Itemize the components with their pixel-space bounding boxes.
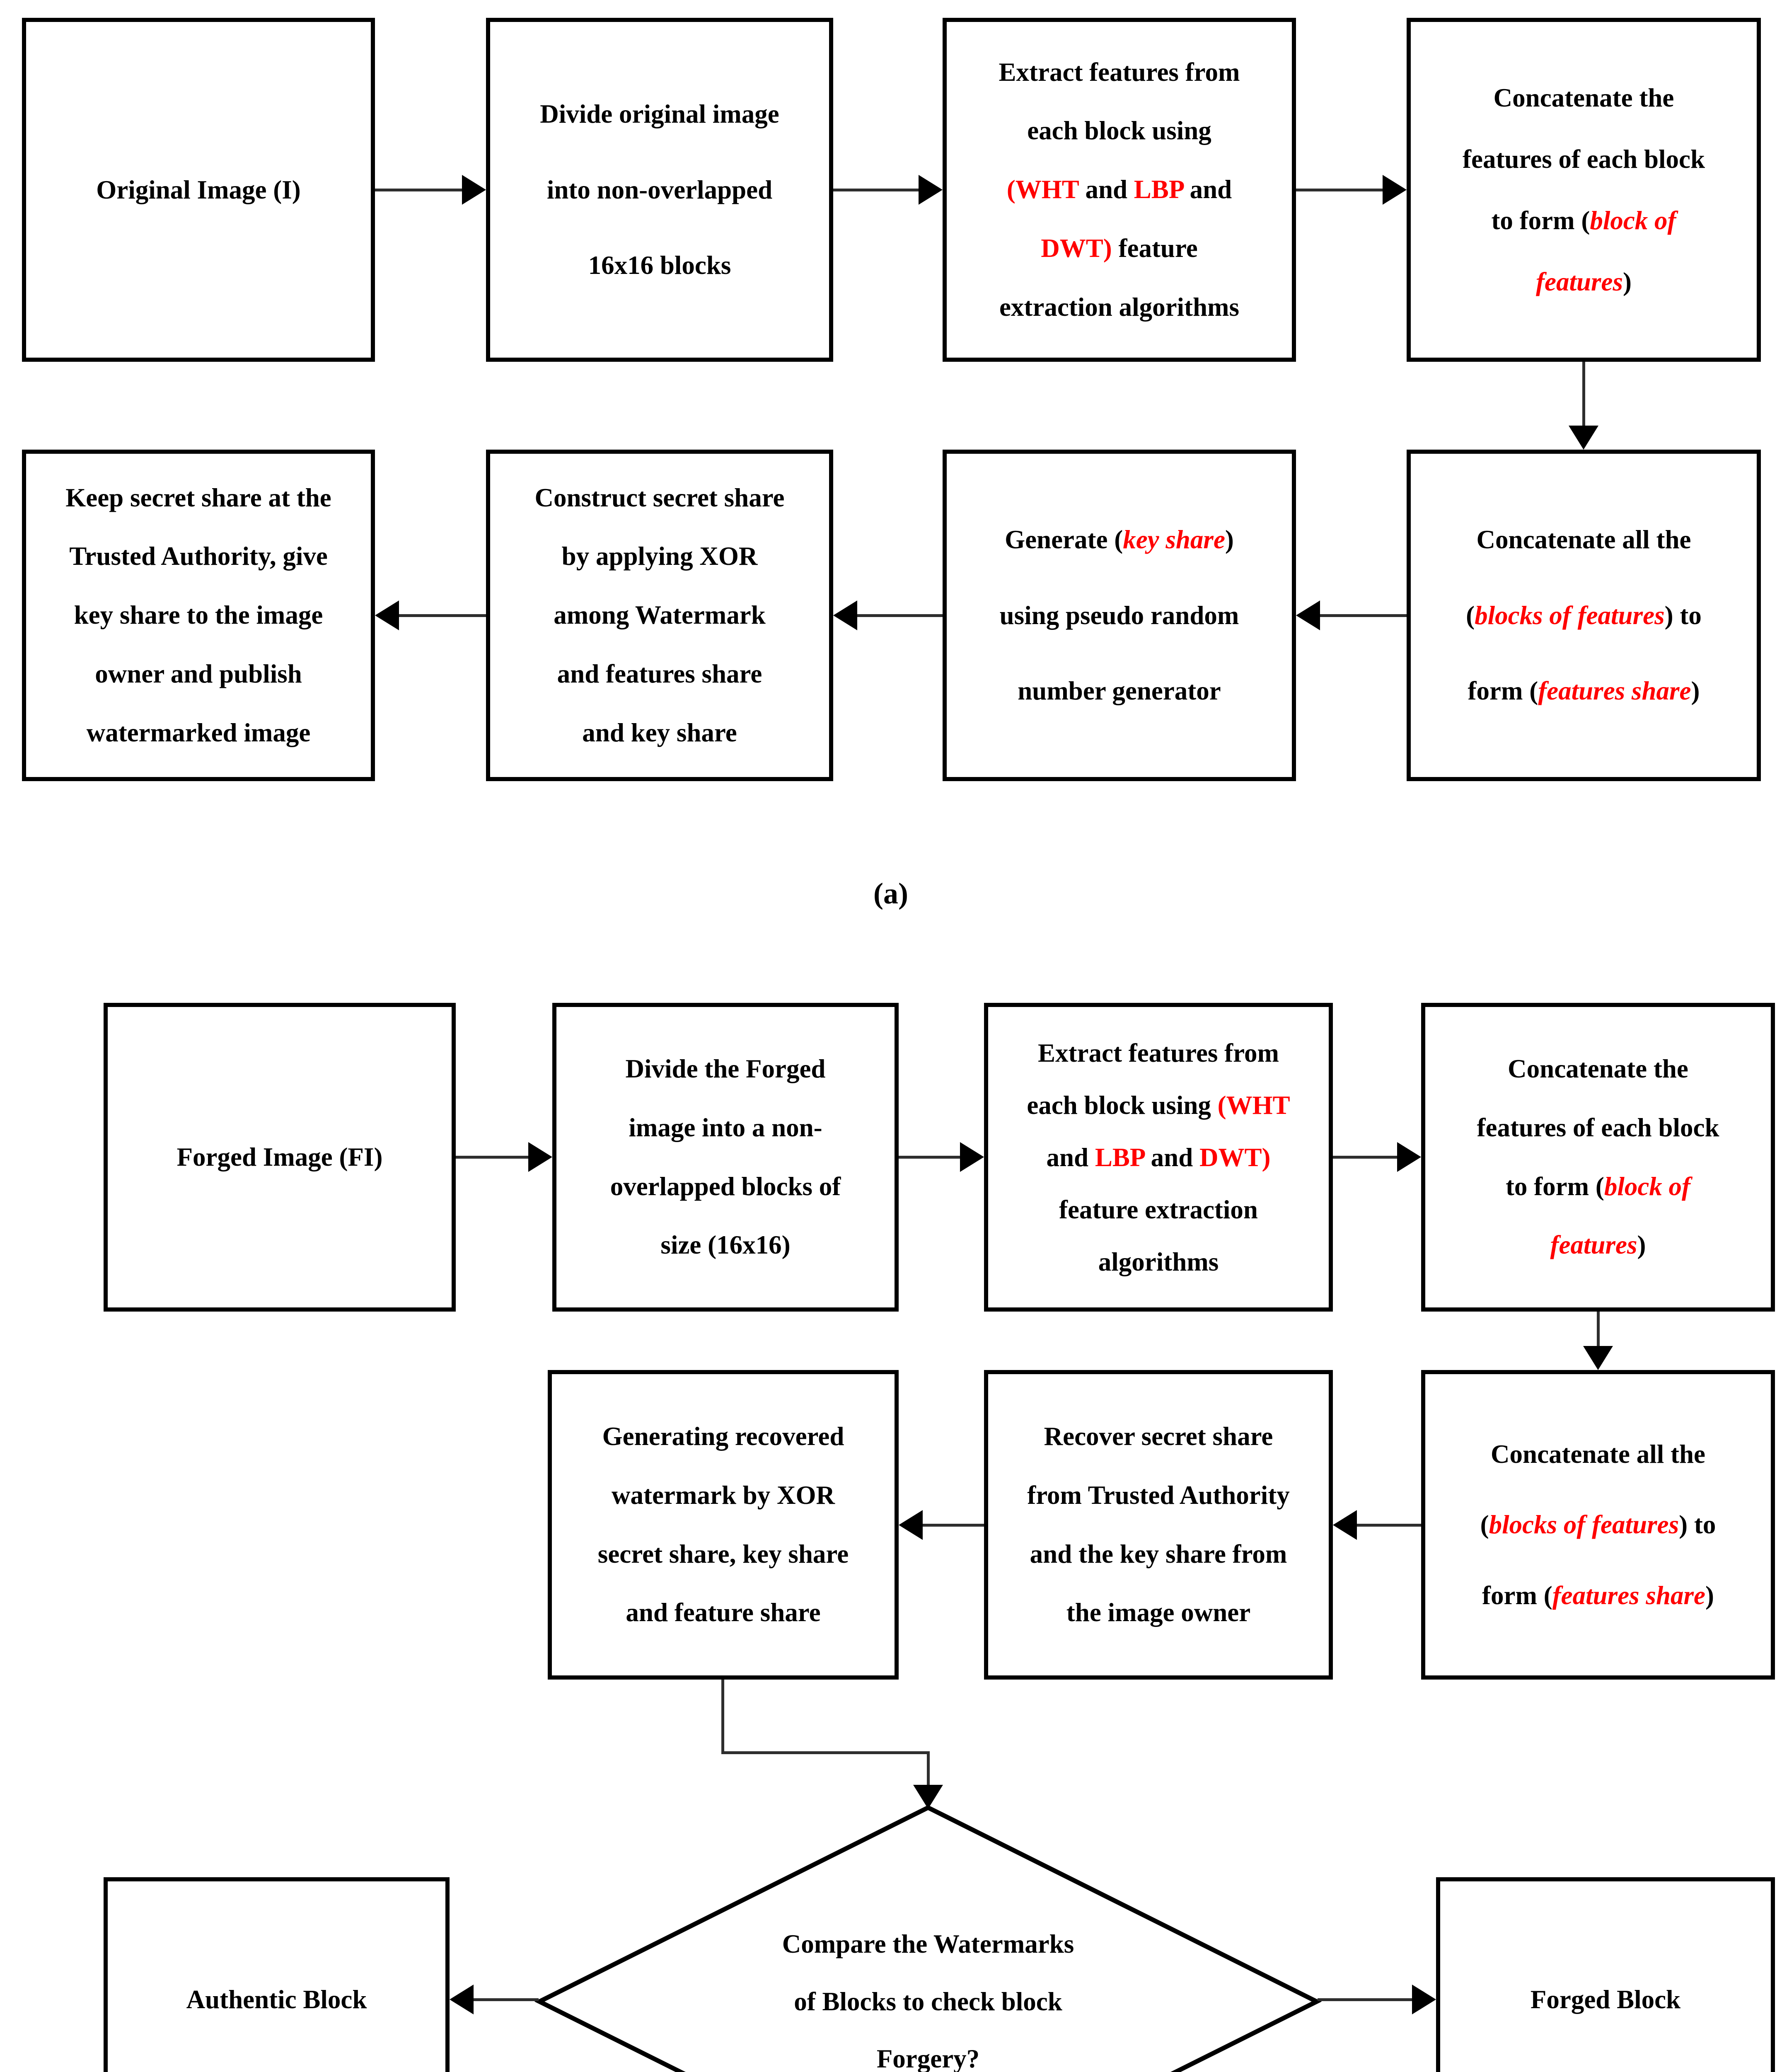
arrow-right-icon xyxy=(1296,175,1407,205)
box-forged-image: Forged Image (FI) xyxy=(104,1003,456,1312)
box-concat-features-share-b: Concatenate all the(blocks of features) … xyxy=(1421,1370,1775,1680)
decision-diamond-shape xyxy=(534,1805,1322,2072)
label-subfigure-a: (a) xyxy=(873,877,908,910)
box-concat-features-share-a: Concatenate all the(blocks of features) … xyxy=(1407,450,1761,781)
arrow-left-icon xyxy=(1333,1510,1421,1540)
arrow-left-icon xyxy=(450,1985,539,2014)
box-authentic-block: Authentic Block xyxy=(104,1877,450,2072)
arrow-left-icon xyxy=(1296,600,1407,630)
arrow-down-icon xyxy=(913,1751,943,1809)
arrow-down-icon xyxy=(1569,362,1598,450)
connector-line xyxy=(721,1751,930,1754)
arrow-left-icon xyxy=(833,600,943,630)
arrow-down-icon xyxy=(1583,1312,1613,1370)
arrow-left-icon xyxy=(375,600,486,630)
arrow-right-icon xyxy=(375,175,486,205)
arrow-right-icon xyxy=(833,175,943,205)
arrow-left-icon xyxy=(899,1510,984,1540)
arrow-right-icon xyxy=(1333,1142,1421,1172)
arrow-right-icon xyxy=(1318,1985,1436,2014)
arrow-right-icon xyxy=(899,1142,984,1172)
connector-line xyxy=(721,1680,724,1754)
arrow-right-icon xyxy=(456,1142,552,1172)
box-forged-block: Forged Block xyxy=(1436,1877,1775,2072)
box-original-image: Original Image (I) xyxy=(22,18,375,362)
